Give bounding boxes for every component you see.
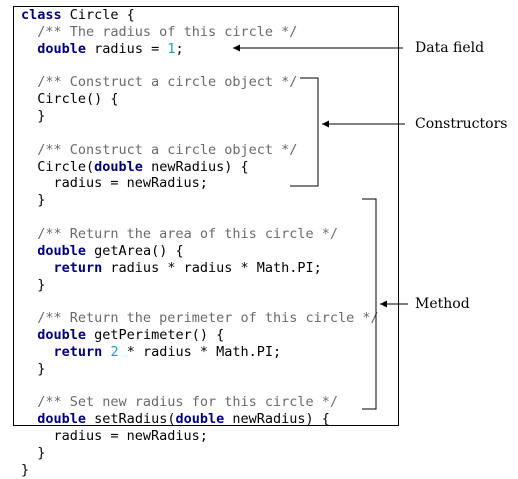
code-text: newRadius) { <box>142 158 249 175</box>
code-line: return radius * radius * Math.PI; <box>21 260 379 277</box>
code-keyword: return <box>53 259 103 276</box>
code-line: } <box>21 108 379 125</box>
code-line: /** Construct a circle object */ <box>21 74 379 91</box>
code-text: getPerimeter() { <box>86 327 225 344</box>
code-line: /** Return the perimeter of this circle … <box>21 310 379 327</box>
code-text: Circle { <box>61 7 135 23</box>
code-line: Circle() { <box>21 91 379 108</box>
code-comment: /** Set new radius for this circle */ <box>37 394 338 411</box>
code-keyword: return <box>53 343 103 360</box>
code-line: /** The radius of this circle */ <box>21 24 379 41</box>
code-text: radius = <box>86 40 168 57</box>
code-line: double setRadius(double newRadius) { <box>21 411 379 428</box>
code-line: /** Construct a circle object */ <box>21 142 379 159</box>
code-number: 1 <box>167 40 176 57</box>
code-text: * radius * Math.PI; <box>118 343 282 360</box>
code-keyword: double <box>175 411 225 428</box>
method-bracket <box>362 198 377 410</box>
code-text: ; <box>175 40 184 57</box>
code-text: } <box>21 461 30 478</box>
code-line: /** Set new radius for this circle */ <box>21 394 379 411</box>
code-keyword: class <box>21 7 62 23</box>
method-label: Method <box>415 296 470 312</box>
code-listing: class Circle { /** The radius of this ci… <box>21 7 379 479</box>
code-comment: /** Return the perimeter of this circle … <box>37 310 379 327</box>
data-field-label: Data field <box>415 40 485 56</box>
code-text: getArea() { <box>86 242 184 259</box>
code-line: return 2 * radius * Math.PI; <box>21 344 379 361</box>
code-keyword: double <box>37 411 87 428</box>
code-line: } <box>21 361 379 378</box>
code-number: 2 <box>110 343 119 360</box>
code-text: } <box>21 276 46 293</box>
code-comment: /** Construct a circle object */ <box>37 74 298 91</box>
code-text: radius * radius * Math.PI; <box>102 259 322 276</box>
code-line: } <box>21 277 379 294</box>
code-line: double getPerimeter() { <box>21 327 379 344</box>
code-line: } <box>21 462 379 479</box>
code-line: } <box>21 192 379 209</box>
code-text: setRadius( <box>86 411 176 428</box>
code-line: class Circle { <box>21 7 379 24</box>
code-text: } <box>21 192 46 209</box>
constructors-label: Constructors <box>415 116 508 132</box>
code-comment: /** Return the area of this circle */ <box>37 225 338 242</box>
code-text: newRadius) { <box>224 411 330 428</box>
code-line: Circle(double newRadius) { <box>21 159 379 176</box>
code-comment: /** Construct a circle object */ <box>37 141 298 158</box>
code-line: double radius = 1; <box>21 41 379 58</box>
code-comment: /** The radius of this circle */ <box>37 23 298 40</box>
code-line: } <box>21 445 379 462</box>
code-text: radius = newRadius; <box>21 175 208 192</box>
code-line: double getArea() { <box>21 243 379 260</box>
code-text: Circle( <box>21 158 95 175</box>
code-text: Circle() { <box>21 91 119 108</box>
code-keyword: double <box>37 40 87 57</box>
annotation-lines <box>233 44 408 410</box>
code-line: radius = newRadius; <box>21 175 379 192</box>
code-keyword: double <box>94 158 143 175</box>
code-line: /** Return the area of this circle */ <box>21 226 379 243</box>
code-keyword: double <box>37 242 87 259</box>
code-text: } <box>21 108 46 125</box>
code-text: } <box>21 444 46 461</box>
code-keyword: double <box>37 327 87 344</box>
code-text: } <box>21 360 46 377</box>
code-listing-box <box>13 6 399 426</box>
class-anatomy-diagram: class Circle { /** The radius of this ci… <box>13 6 508 478</box>
constructors-bracket <box>290 77 319 187</box>
